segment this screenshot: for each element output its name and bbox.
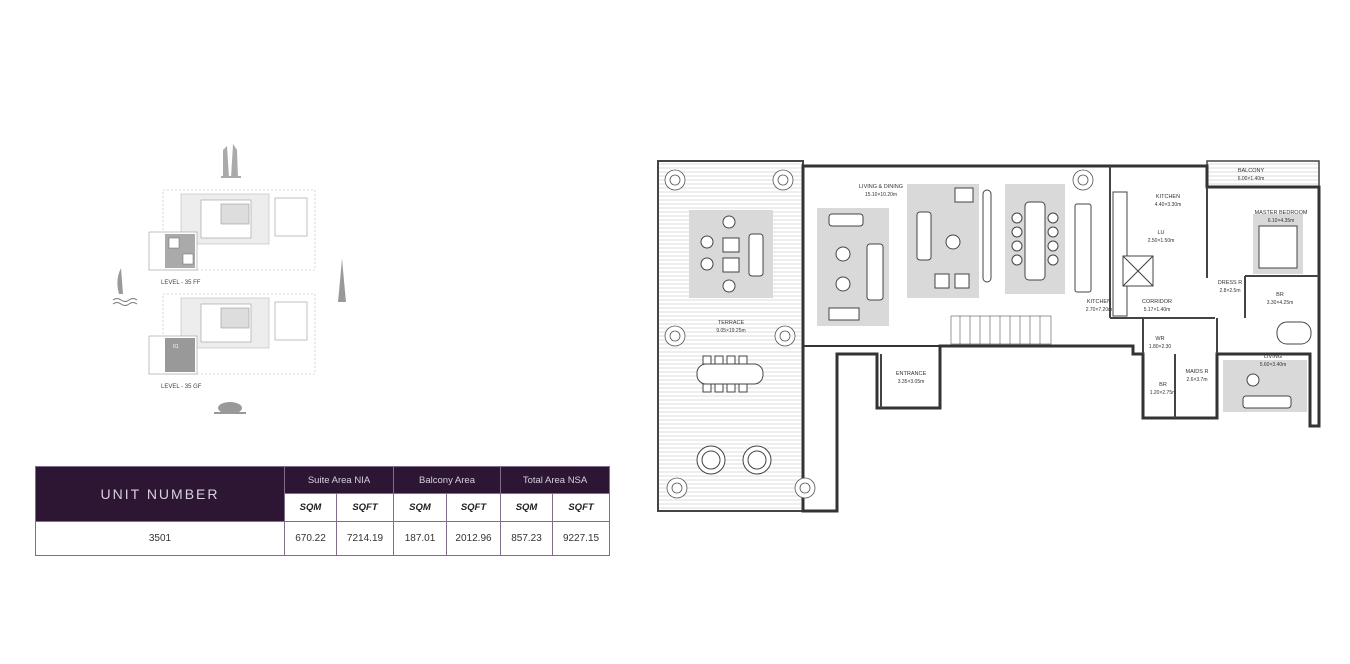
interior-walls xyxy=(880,166,1319,418)
living-lounge-2 xyxy=(907,184,979,298)
maids-room-size: 2.6×3.7m xyxy=(1187,377,1208,383)
dress-room-size: 2.8×2.5m xyxy=(1220,288,1241,294)
living-lower-label: LIVING xyxy=(1264,354,1282,360)
key-plan-level-gf: 01 LEVEL - 35 GF xyxy=(148,293,316,390)
wr-label: WR xyxy=(1155,336,1164,342)
br-bathtub xyxy=(1276,321,1312,345)
balcony-label: BALCONY xyxy=(1238,168,1265,174)
room-labels: BALCONY 6.00×1.40m LIVING & DINING 15.10… xyxy=(716,168,1308,396)
unit-number-cell: 3501 xyxy=(35,521,285,556)
table-row: 3501 670.22 7214.19 187.01 2012.96 857.2… xyxy=(35,521,611,556)
entrance-size: 3.35×3.05m xyxy=(898,379,925,385)
total-sqm-header: SQM xyxy=(500,493,554,522)
balcony-sqm-cell: 187.01 xyxy=(393,521,447,556)
terrace-daybeds xyxy=(696,445,772,475)
terrace-label: TERRACE xyxy=(718,320,745,326)
terrace-planter-icons xyxy=(664,169,1094,499)
living-dining-label: LIVING & DINING xyxy=(859,184,903,190)
suite-sqm-header: SQM xyxy=(284,493,337,522)
elevator-icon xyxy=(1122,255,1154,287)
balcony-sqft-header: SQFT xyxy=(445,493,502,522)
unit-area-table: UNIT NUMBER Suite Area NIA Balcony Area … xyxy=(35,466,611,556)
floor-plan: BALCONY 6.00×1.40m LIVING & DINING 15.10… xyxy=(657,160,1321,513)
unit-number-header: UNIT NUMBER xyxy=(35,466,285,522)
suite-sqm-cell: 670.22 xyxy=(284,521,337,556)
balcony-sqft-cell: 2012.96 xyxy=(445,521,502,556)
master-bedroom-size: 6.10×4.35m xyxy=(1268,218,1295,224)
suite-sqft-cell: 7214.19 xyxy=(336,521,394,556)
terrace-size: 9.05×19.25m xyxy=(716,328,745,334)
terrace-dining-table xyxy=(696,355,764,393)
corridor-label: CORRIDOR xyxy=(1142,299,1172,305)
living-lounge xyxy=(817,208,889,326)
balcony-sqm-header: SQM xyxy=(393,493,447,522)
key-plan: LEVEL - 35 FF 01 LEVEL - 35 GF xyxy=(112,144,346,414)
stair xyxy=(950,315,1052,345)
kitchen-top-label: KITCHEN xyxy=(1156,194,1180,200)
landmark-dome-icon xyxy=(214,402,246,414)
landmark-spire-icon xyxy=(338,258,346,302)
br-label: BR xyxy=(1276,292,1284,298)
maids-br-size: 1.20×2.75m xyxy=(1150,390,1177,396)
landmark-sail-icon xyxy=(112,268,138,306)
suite-area-header: Suite Area NIA xyxy=(284,466,394,494)
balcony-area-header: Balcony Area xyxy=(392,466,502,494)
landmark-towers-icon xyxy=(221,144,241,178)
lower-living-lounge xyxy=(1223,360,1307,412)
master-bed xyxy=(1253,214,1303,274)
kitchen-island xyxy=(1074,191,1128,317)
key-plan-unit-marker: 01 xyxy=(173,344,179,350)
corridor-size: 5.17×1.40m xyxy=(1144,307,1171,313)
balcony-area xyxy=(1206,160,1320,188)
total-sqft-cell: 9227.15 xyxy=(552,521,611,556)
suite-sqft-header: SQFT xyxy=(336,493,394,522)
living-lower-size: 5.60×3.40m xyxy=(1260,362,1287,368)
balcony-size: 6.00×1.40m xyxy=(1238,176,1265,182)
total-sqft-header: SQFT xyxy=(552,493,611,522)
kitchen-top-size: 4.40×3.30m xyxy=(1155,202,1182,208)
br-size: 3.30×4.25m xyxy=(1267,300,1294,306)
dining-table xyxy=(982,184,1065,294)
total-area-header: Total Area NSA xyxy=(500,466,611,494)
master-bedroom-label: MASTER BEDROOM xyxy=(1255,210,1308,216)
kitchen-main-label: KITCHEN xyxy=(1087,299,1111,305)
dress-room-label: DRESS R xyxy=(1218,280,1242,286)
total-sqm-cell: 857.23 xyxy=(500,521,554,556)
key-plan-level-gf-label: LEVEL - 35 GF xyxy=(161,384,202,390)
wr-size: 1.80×2.30 xyxy=(1149,344,1172,350)
kitchen-main-size: 2.70×7.20m xyxy=(1086,307,1113,313)
entrance-label: ENTRANCE xyxy=(896,371,927,377)
maids-br-label: BR xyxy=(1159,382,1167,388)
key-plan-level-ff: LEVEL - 35 FF xyxy=(148,189,316,286)
lu-label: LU xyxy=(1157,230,1164,236)
terrace-lounge xyxy=(689,210,773,298)
lu-size: 2.50×1.50m xyxy=(1148,238,1175,244)
maids-room-label: MAIDS R xyxy=(1186,369,1209,375)
key-plan-level-ff-label: LEVEL - 35 FF xyxy=(161,280,201,286)
living-dining-size: 15.10×10.20m xyxy=(865,192,897,198)
